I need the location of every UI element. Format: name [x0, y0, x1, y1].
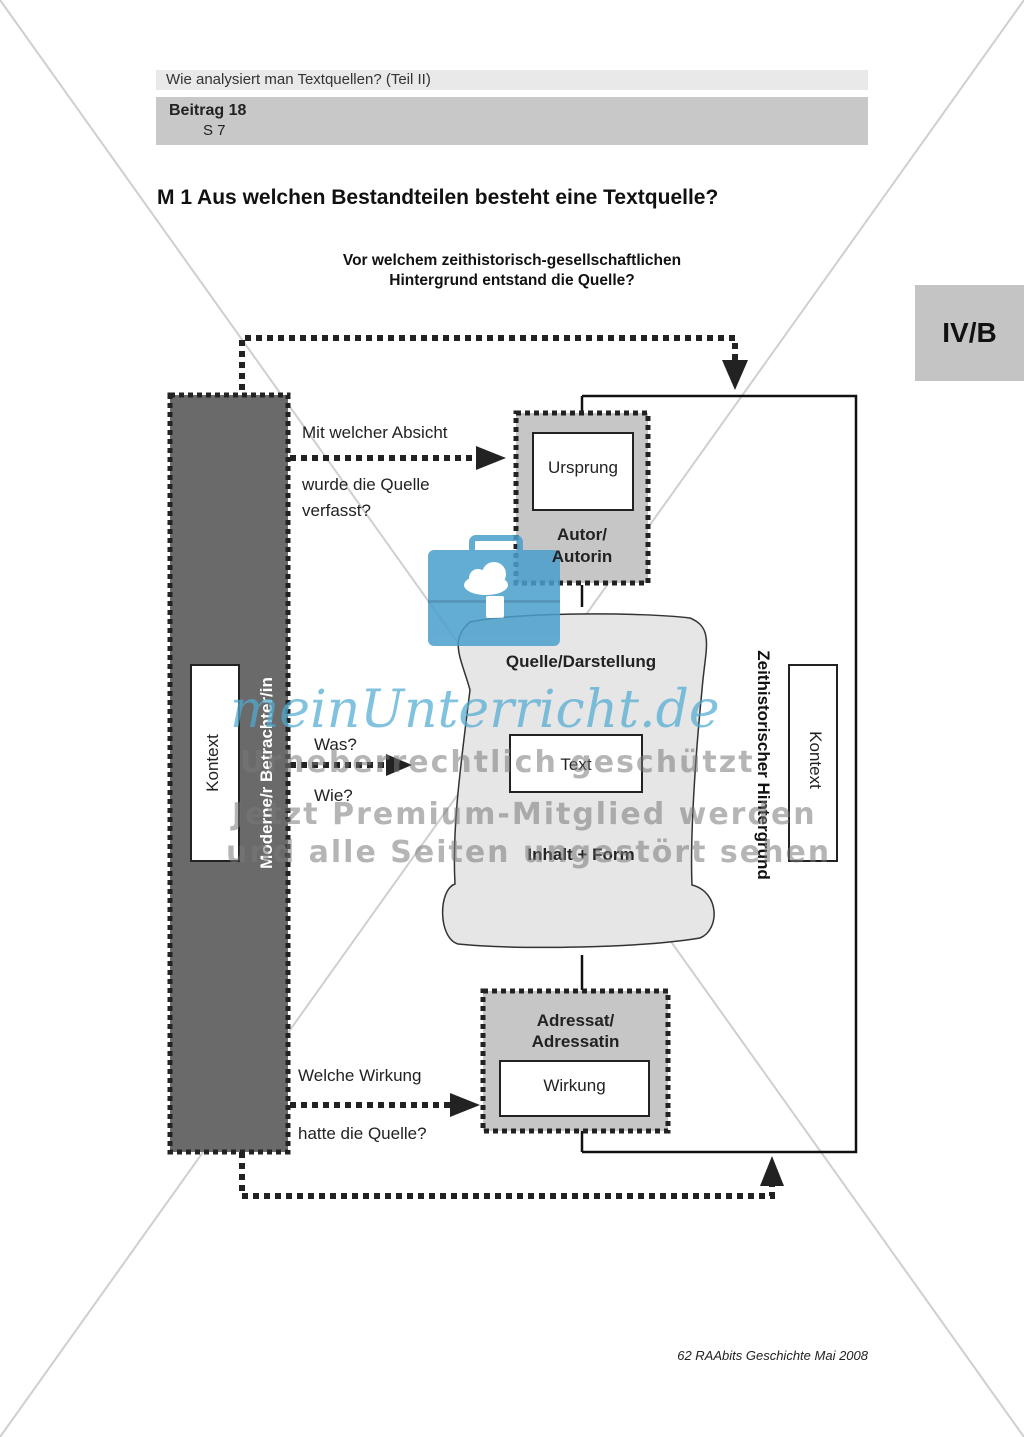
top-dotted-arrow	[239, 335, 738, 390]
historical-background-label: Zeithistorischer Hintergrund	[754, 650, 773, 880]
section-tab: IV/B	[915, 285, 1024, 381]
effect-label: Wirkung	[543, 1076, 606, 1095]
central-question-line1: Vor welchem zeithistorisch-gesellschaftl…	[342, 252, 682, 269]
page-label: S 7	[203, 122, 226, 139]
top-arrowhead	[722, 360, 748, 390]
page-heading: M 1 Aus welchen Bestandteilen besteht ei…	[157, 186, 719, 209]
header-title: Wie analysiert man Textquellen? (Teil II…	[166, 71, 431, 88]
source-label: Quelle/Darstellung	[505, 652, 657, 671]
watermark-line2: Jetzt Premium-Mitglied werden	[232, 797, 817, 832]
beitrag-label: Beitrag 18	[169, 102, 247, 119]
header-title-bar: Wie analysiert man Textquellen? (Teil II…	[156, 70, 868, 90]
question-effect-2: hatte die Quelle?	[298, 1124, 427, 1143]
question-intent-2: wurde die Quelle	[302, 475, 430, 494]
text-box	[509, 734, 643, 793]
author-label: Autor/ Autorin	[516, 524, 648, 568]
arrow-content-head	[386, 754, 412, 776]
right-context-box	[788, 664, 838, 862]
arrow-intent-head	[476, 446, 506, 470]
addressee-label-2: Adressatin	[531, 1032, 620, 1051]
watermark-line3: und alle Seiten ungestört sehen	[226, 835, 832, 870]
author-label-1: Autor/	[556, 525, 608, 544]
left-context-label: Kontext	[203, 734, 222, 792]
addressee-label-1: Adressat/	[536, 1011, 615, 1030]
central-question: Vor welchem zeithistorisch-gesellschaftl…	[262, 251, 762, 291]
question-intent-3: verfasst?	[302, 501, 371, 520]
viewer-label: Moderne/r Betrachter/in	[257, 677, 276, 869]
watermark-line1: Urheberrechtlich geschützt	[240, 745, 755, 780]
question-intent-1: Mit welcher Absicht	[302, 423, 448, 442]
watermark-brand: meinUnterricht.de	[230, 680, 720, 740]
text-label: Text	[560, 755, 592, 774]
left-context-box	[190, 664, 240, 862]
question-effect-1: Welche Wirkung	[298, 1066, 422, 1085]
effect-box	[499, 1060, 650, 1117]
question-what: Was?	[314, 735, 357, 754]
right-context-label: Kontext	[806, 731, 825, 789]
addressee-label: Adressat/ Adressatin	[483, 1010, 668, 1052]
bottom-arrowhead	[760, 1156, 784, 1186]
briefcase-watermark-icon	[428, 535, 560, 646]
central-question-line2: Hintergrund entstand die Quelle?	[389, 272, 635, 289]
footer-citation: 62 RAAbits Geschichte Mai 2008	[677, 1348, 868, 1363]
context-frame	[582, 394, 858, 1154]
header-info-bar: Beitrag 18 S 7	[156, 97, 868, 145]
bottom-dotted-arrow	[239, 1152, 775, 1199]
origin-box	[532, 432, 634, 511]
arrow-effect-head	[450, 1093, 480, 1117]
content-form-label: Inhalt + Form	[527, 845, 635, 864]
origin-label: Ursprung	[548, 458, 618, 477]
question-how: Wie?	[314, 786, 353, 805]
author-label-2: Autorin	[551, 547, 613, 566]
